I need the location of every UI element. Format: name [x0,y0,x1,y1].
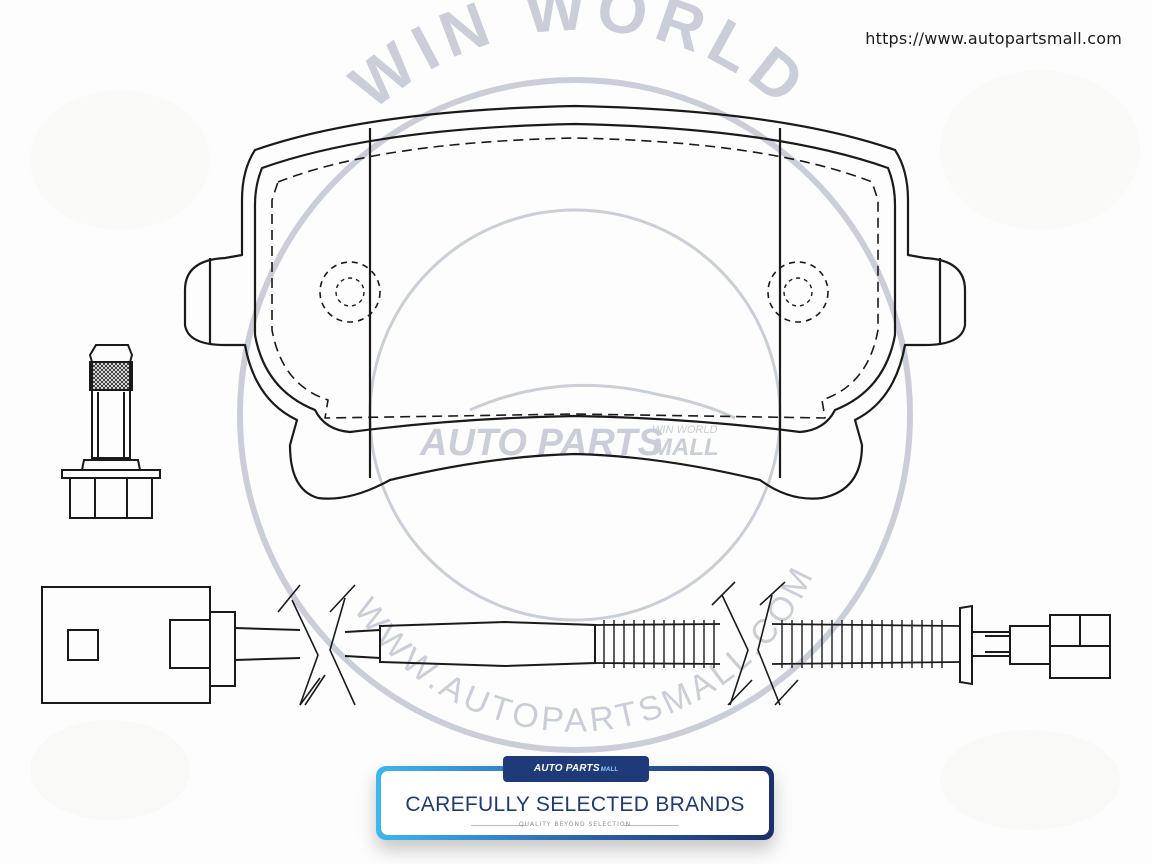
bolt-flange [61,469,161,479]
sensor-corrugation-left [603,620,715,668]
banner-tagline: QUALITY BEYOND SELECTION [518,821,632,828]
sensor-grommet [959,604,973,686]
banner-headline: CAREFULLY SELECTED BRANDS [405,793,745,816]
pad-backing-plate [183,104,967,500]
wear-sensor [41,581,1111,706]
sensor-probe-tip [1049,614,1111,679]
watermark-emblem: WIN WORLD WWW.AUTOPARTSMALL.COM AUTO PAR… [237,0,913,753]
pad-friction-material [253,122,897,434]
bolt-thread [89,361,133,391]
banner-divider-right [624,825,679,826]
brake-pad [183,104,967,500]
banner-logo-badge: AUTO PARTSMALL [503,756,649,782]
background-texture [30,70,1140,830]
banner-logo-small: MALL [600,767,619,773]
banner-divider-left [471,825,526,826]
mounting-bolt [61,344,161,519]
sensor-corrugation-right [781,620,943,668]
bolt-hex-head [69,477,153,519]
site-url[interactable]: https://www.autopartsmall.com [865,29,1122,48]
watermark-arc-text: WIN WORLD [337,0,823,123]
pad-dashed-contour [271,137,879,419]
pad-hole-right [767,261,829,323]
watermark-logo-sub-top: WIN WORLD [652,424,717,436]
sensor-connector-pin [67,629,99,661]
pad-hole-left [319,261,381,323]
banner-logo-main: AUTO PARTS [533,763,600,774]
watermark-logo-sub-bottom: MALL [652,434,719,461]
